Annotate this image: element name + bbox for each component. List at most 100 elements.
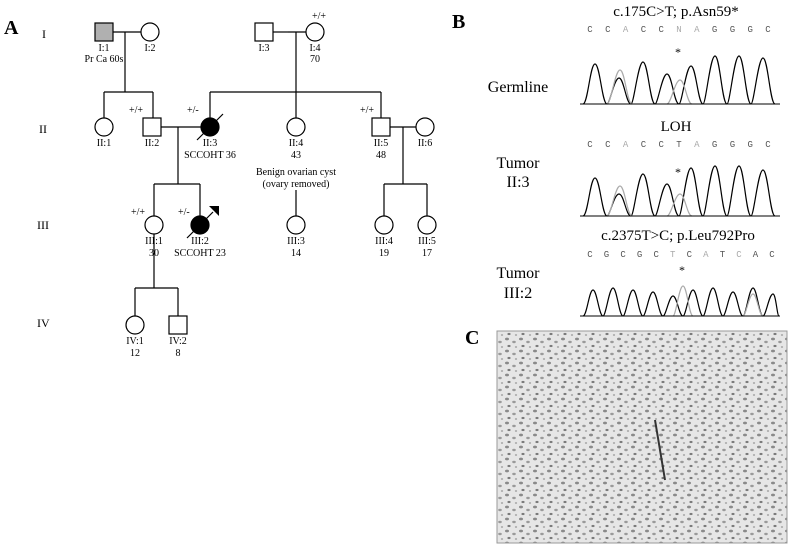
germline-chromatogram <box>580 55 780 105</box>
germline-base-1: C <box>605 25 611 35</box>
tumor1-marker: * <box>675 165 681 179</box>
tumor1-base-4: C <box>658 140 664 150</box>
pedigree-female-i4 <box>305 22 325 42</box>
iii1-genotype: +/+ <box>131 207 145 218</box>
germline-base-10: C <box>765 25 771 35</box>
tumor2-base-3: G <box>637 250 642 260</box>
panel-c-label: C <box>465 327 479 349</box>
germline-base-5: N <box>676 25 681 35</box>
tumor2-label-line1: Tumor <box>497 265 541 282</box>
tumor1-base-10: C <box>765 140 771 150</box>
germline-base-0: C <box>587 25 593 35</box>
tumor2-base-4: C <box>653 250 659 260</box>
generation-ii-label: II <box>39 122 47 136</box>
tumor1-base-8: G <box>730 140 735 150</box>
pedigree-female-ii1 <box>94 117 114 137</box>
ii6-id: II:6 <box>418 138 432 149</box>
tumor2-base-7: A <box>703 250 709 260</box>
iv2-id: IV:2 <box>169 336 187 347</box>
tumor1-base-0: C <box>587 140 593 150</box>
iii3-age: 14 <box>291 248 301 259</box>
tumor1-title: LOH <box>661 119 692 135</box>
iii5-id: III:5 <box>418 236 436 247</box>
germline-base-9: G <box>747 25 752 35</box>
tumor2-base-8: T <box>720 250 726 260</box>
tumor2-chromatogram <box>580 285 780 317</box>
deceased-slash-iii2 <box>186 211 214 239</box>
ii5-genotype: +/+ <box>360 105 374 116</box>
ii2-id: II:2 <box>145 138 159 149</box>
germline-label: Germline <box>488 79 548 96</box>
tumor1-base-6: A <box>694 140 700 150</box>
tumor1-base-3: C <box>641 140 647 150</box>
iii1-age: 30 <box>149 248 159 259</box>
ii5-id: II:5 <box>374 138 388 149</box>
pedigree-female-ii6 <box>415 117 435 137</box>
germline-base-2: A <box>623 25 629 35</box>
iii4-age: 19 <box>379 248 389 259</box>
generation-i-label: I <box>42 27 46 41</box>
tumor2-base-10: A <box>753 250 759 260</box>
ii4-age: 43 <box>291 150 301 161</box>
tumor2-base-2: C <box>620 250 626 260</box>
i2-id: I:2 <box>144 43 155 54</box>
tumor1-chromatogram <box>580 165 780 217</box>
tumor1-label-line1: Tumor <box>497 155 541 172</box>
pedigree-female-iv1 <box>125 315 145 335</box>
ii4-note2: (ovary removed) <box>263 179 330 190</box>
iii1-id: III:1 <box>145 236 163 247</box>
tumor1-base-1: C <box>605 140 611 150</box>
iv2-age: 8 <box>176 348 181 359</box>
histology-image <box>496 330 788 544</box>
tumor2-base-11: C <box>769 250 775 260</box>
tumor2-base-5: T <box>670 250 676 260</box>
pedigree-female-iii4 <box>374 215 394 235</box>
pedigree-lines <box>103 31 428 316</box>
pedigree-male-ii5 <box>371 117 391 137</box>
ii4-id: II:4 <box>289 138 303 149</box>
ii1-id: II:1 <box>97 138 111 149</box>
tumor2-base-0: C <box>587 250 593 260</box>
iii4-id: III:4 <box>375 236 393 247</box>
germline-base-7: G <box>712 25 717 35</box>
tumor2-base-1: G <box>604 250 609 260</box>
pedigree-female-i2 <box>140 22 160 42</box>
pedigree-male-ii2 <box>142 117 162 137</box>
germline-base-6: A <box>694 25 700 35</box>
pedigree-female-iii3 <box>286 215 306 235</box>
tumor2-marker: * <box>679 263 685 277</box>
panel-a-label: A <box>4 17 19 39</box>
generation-iii-label: III <box>37 218 49 232</box>
tumor1-base-7: G <box>712 140 717 150</box>
i4-genotype: +/+ <box>312 11 326 22</box>
tumor1-base-5: T <box>676 140 682 150</box>
tumor2-title: c.2375T>C; p.Leu792Pro <box>601 228 755 244</box>
iv1-id: IV:1 <box>126 336 144 347</box>
iii2-genotype: +/- <box>178 207 190 218</box>
histology-dark-cells <box>654 419 666 481</box>
iv1-age: 12 <box>130 348 140 359</box>
iii3-id: III:3 <box>287 236 305 247</box>
germline-base-3: C <box>641 25 647 35</box>
germline-marker: * <box>675 45 681 59</box>
germline-title: c.175C>T; p.Asn59* <box>613 4 739 20</box>
ii5-age: 48 <box>376 150 386 161</box>
ii3-note: SCCOHT 36 <box>184 150 236 161</box>
pedigree-female-ii4 <box>286 117 306 137</box>
i4-age: 70 <box>310 54 320 65</box>
pedigree-male-i1 <box>94 22 114 42</box>
ii4-note1: Benign ovarian cyst <box>256 167 336 178</box>
pedigree-male-i3 <box>254 22 274 42</box>
iii2-note: SCCOHT 23 <box>174 248 226 259</box>
iii2-id: III:2 <box>191 236 209 247</box>
tumor1-base-2: A <box>623 140 629 150</box>
germline-base-8: G <box>730 25 735 35</box>
proband-arrow-icon <box>209 206 219 216</box>
i1-id: I:1 <box>98 43 109 54</box>
iii5-age: 17 <box>422 248 432 259</box>
pedigree-female-iii5 <box>417 215 437 235</box>
panel-b-label: B <box>452 11 465 33</box>
